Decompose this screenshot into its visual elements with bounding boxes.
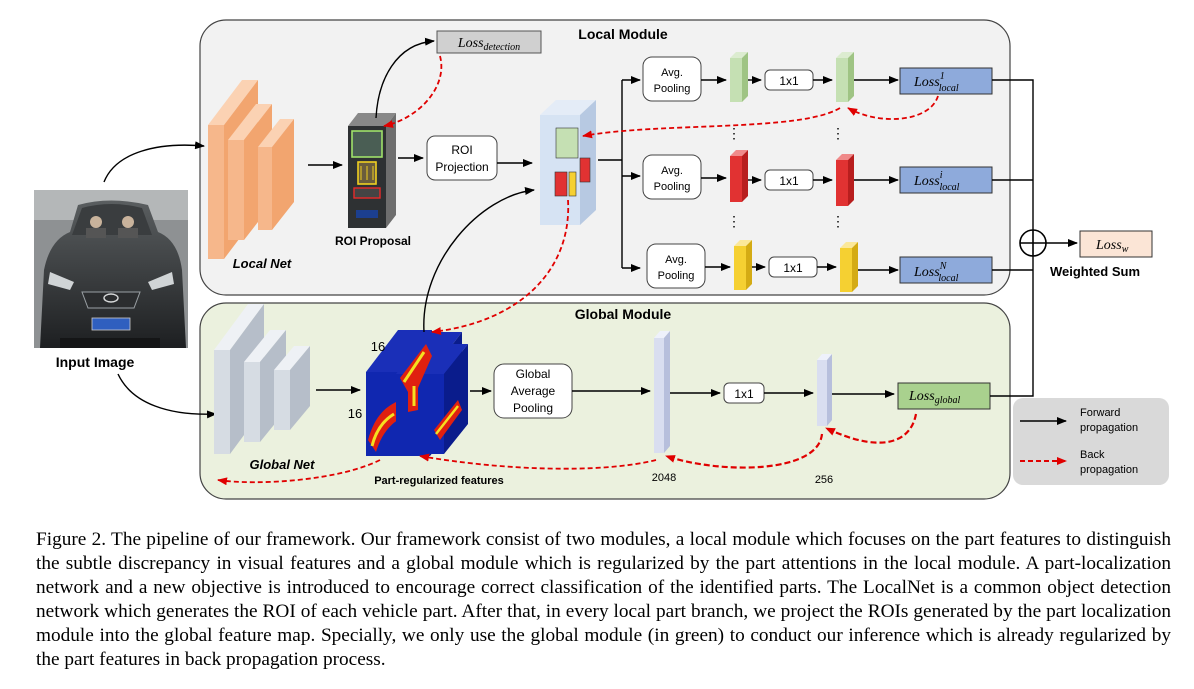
weighted-sum-lines	[990, 79, 1034, 397]
feature-bar-nb	[840, 242, 858, 292]
local-module-panel	[199, 19, 1011, 296]
avg-pooling-n-line1: Avg.	[665, 254, 687, 266]
feat-1-back-arrow	[582, 107, 841, 139]
globalnet-blocks	[214, 304, 310, 454]
dots-ia: ⋮	[727, 213, 741, 229]
input-to-localnet-arrow	[103, 141, 205, 183]
feature-bar-na	[734, 240, 752, 290]
avg-pooling-n-line2: Pooling	[658, 270, 695, 282]
loss-detection-back-arrow	[383, 55, 443, 128]
localnet-blocks	[208, 80, 294, 259]
weighted-sum-node	[1019, 229, 1047, 257]
gap-line2: Average	[511, 384, 556, 398]
gap-line3: Pooling	[513, 401, 553, 415]
legend-back-line2: propagation	[1080, 464, 1138, 476]
avg-pooling-box-1	[642, 56, 702, 102]
feature-bar-1a	[730, 52, 748, 102]
avg-pooling-i-line1: Avg.	[661, 165, 683, 177]
loss-global-label: Lossglobal	[908, 389, 960, 406]
dots-1a: ⋮	[727, 125, 741, 141]
part-features-label: Part-regularized features	[374, 475, 504, 487]
feature-bar-256	[817, 354, 832, 426]
loss-local-1-box	[899, 67, 993, 95]
feature-bar-2048	[654, 331, 670, 453]
figure-caption: Figure 2. The pipeline of our framework.…	[36, 529, 1171, 670]
weighted-sum-label: Weighted Sum	[1050, 264, 1140, 279]
loss-local-i-box	[899, 166, 993, 194]
roi-projection-box	[426, 135, 498, 181]
heatmap-back-arrow	[217, 459, 381, 486]
loss-global-box	[897, 382, 991, 410]
dim-2048-label: 2048	[652, 472, 676, 484]
roi-to-loss-detection-arrow	[375, 37, 435, 119]
avg-pooling-i-line2: Pooling	[654, 181, 691, 193]
loss-local-1-back-arrow	[847, 95, 939, 120]
legend-back-line1: Back	[1080, 449, 1105, 461]
projected-feature-map	[540, 100, 596, 225]
loss-detection-box	[436, 30, 542, 54]
dim-256-label: 256	[815, 474, 833, 486]
roi-projection-line1: ROI	[451, 143, 472, 157]
input-car-image	[34, 190, 188, 348]
conv-i-label: 1x1	[779, 174, 799, 188]
legend-forward-line2: propagation	[1080, 422, 1138, 434]
dots-ib: ⋮	[831, 213, 845, 229]
global-module-panel	[199, 302, 1011, 500]
avg-pooling-1-line2: Pooling	[654, 83, 691, 95]
localnet-label: Local Net	[233, 256, 292, 271]
globalnet-label: Global Net	[249, 457, 315, 472]
roi-proposal-label: ROI Proposal	[335, 234, 411, 248]
avg-pooling-box-i	[642, 154, 702, 200]
avg-pooling-box-n	[646, 243, 706, 289]
legend-forward-line1: Forward	[1080, 407, 1120, 419]
avg-pooling-1-line1: Avg.	[661, 67, 683, 79]
256-back-arrow	[665, 433, 824, 469]
feature-bar-ib	[836, 154, 854, 206]
heatmap-dim-w: 16	[348, 406, 362, 421]
global-module-title: Global Module	[575, 306, 672, 322]
loss-w-box	[1079, 230, 1153, 258]
local-module-title: Local Module	[578, 26, 668, 42]
global-conv-label: 1x1	[734, 387, 754, 401]
projection-back-arrow	[431, 199, 569, 335]
part-heatmaps	[366, 330, 468, 456]
heatmap-to-projection-arrow	[423, 187, 535, 333]
gap-line1: Global	[516, 367, 551, 381]
heatmap-dim-h: 16	[371, 339, 385, 354]
local-branch-lines	[598, 80, 623, 268]
pipeline-diagram: Local Module Global Module Input Image L…	[34, 19, 1169, 500]
dots-1b: ⋮	[831, 125, 845, 141]
input-to-globalnet-arrow	[117, 373, 217, 419]
input-image-label: Input Image	[56, 354, 135, 370]
loss-w-label: Lossw	[1095, 238, 1129, 255]
feature-bar-ia	[730, 150, 748, 202]
legend-panel	[1013, 398, 1169, 485]
loss-global-back-arrow	[825, 413, 918, 444]
roi-projection-line2: Projection	[435, 160, 488, 174]
loss-detection-label: Lossdetection	[457, 36, 520, 53]
feature-bar-1b	[836, 52, 854, 102]
conv-1-label: 1x1	[779, 74, 799, 88]
roi-proposal-image	[348, 113, 396, 228]
conv-n-label: 1x1	[783, 261, 803, 275]
loss-local-n-box	[899, 256, 993, 284]
